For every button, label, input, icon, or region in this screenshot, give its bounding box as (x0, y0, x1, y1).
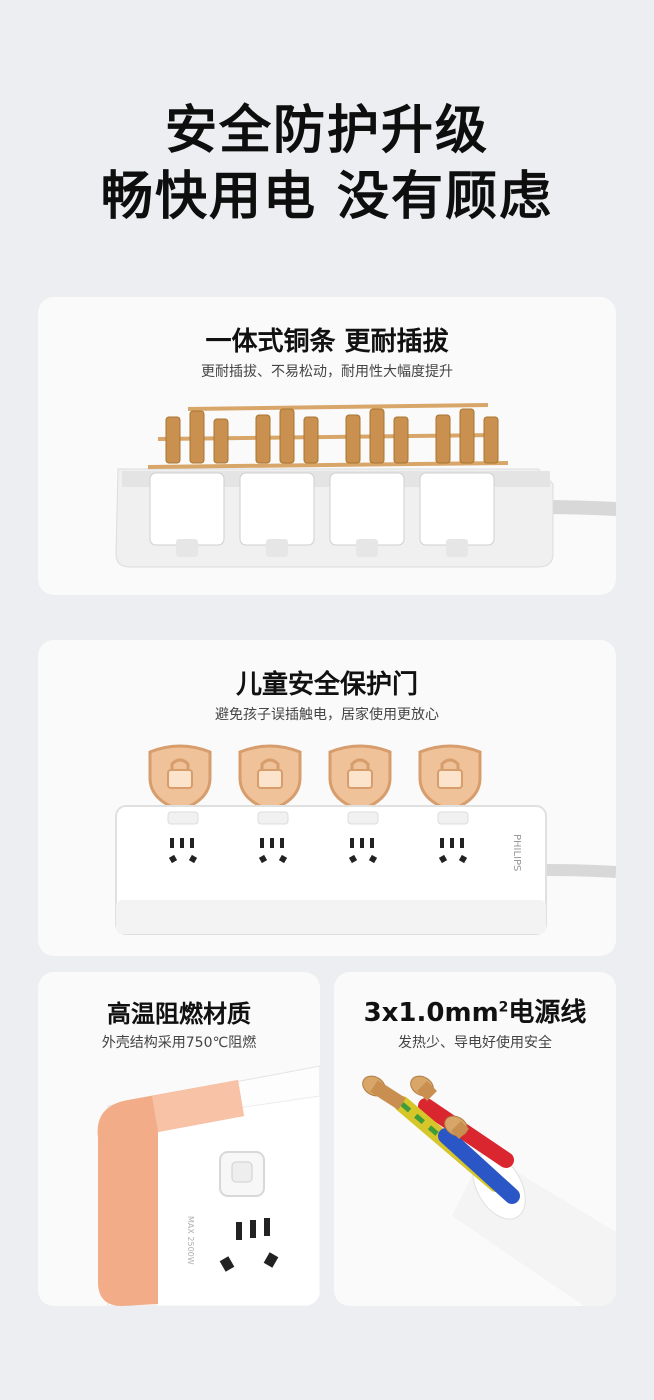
child-safety-title: 儿童安全保护门 (235, 670, 418, 700)
brand-label: PHILIPS (511, 834, 522, 871)
power-cable-card: 3x1.0mm2电源线 发热少、导电好使用安全 (334, 972, 616, 1306)
cable-card-subtitle: 发热少、导电好使用安全 (398, 1035, 552, 1051)
hero-line-1: 安全防护升级 (164, 101, 489, 161)
socket-corner-illustration: MAX 2500W (97, 1065, 320, 1306)
rating-label: MAX 2500W (186, 1216, 195, 1265)
copper-strip-illustration (115, 403, 616, 568)
cable-title-main: 3x1.0mm (363, 998, 499, 1028)
flame-card-subtitle: 外壳结构采用750℃阻燃 (101, 1035, 257, 1051)
cable-card-title: 3x1.0mm2电源线 (334, 992, 616, 1029)
copper-strip-card: 一体式铜条 更耐插拔 更耐插拔、不易松动，耐用性大幅度提升 (38, 297, 616, 595)
hero-line-2: 畅快用电 没有顾虑 (100, 167, 554, 227)
child-safety-subtitle: 避免孩子误插触电，居家使用更放心 (215, 707, 439, 723)
cable-illustration (362, 1075, 616, 1306)
cable-title-tail: 电源线 (508, 998, 587, 1028)
hero-headline: 安全防护升级 畅快用电 没有顾虑 (0, 98, 654, 230)
flame-retardant-card: 高温阻燃材质 外壳结构采用750℃阻燃 MAX 2500W (38, 972, 320, 1306)
flame-card-title: 高温阻燃材质 (107, 1000, 251, 1028)
copper-card-subtitle: 更耐插拔、不易松动，耐用性大幅度提升 (201, 364, 453, 380)
child-safety-card: 儿童安全保护门 避免孩子误插触电，居家使用更放心 (38, 640, 616, 956)
copper-card-title: 一体式铜条 更耐插拔 (205, 327, 449, 357)
power-strip-illustration: PHILIPS (115, 805, 616, 935)
cable-title-superscript: 2 (498, 999, 509, 1016)
